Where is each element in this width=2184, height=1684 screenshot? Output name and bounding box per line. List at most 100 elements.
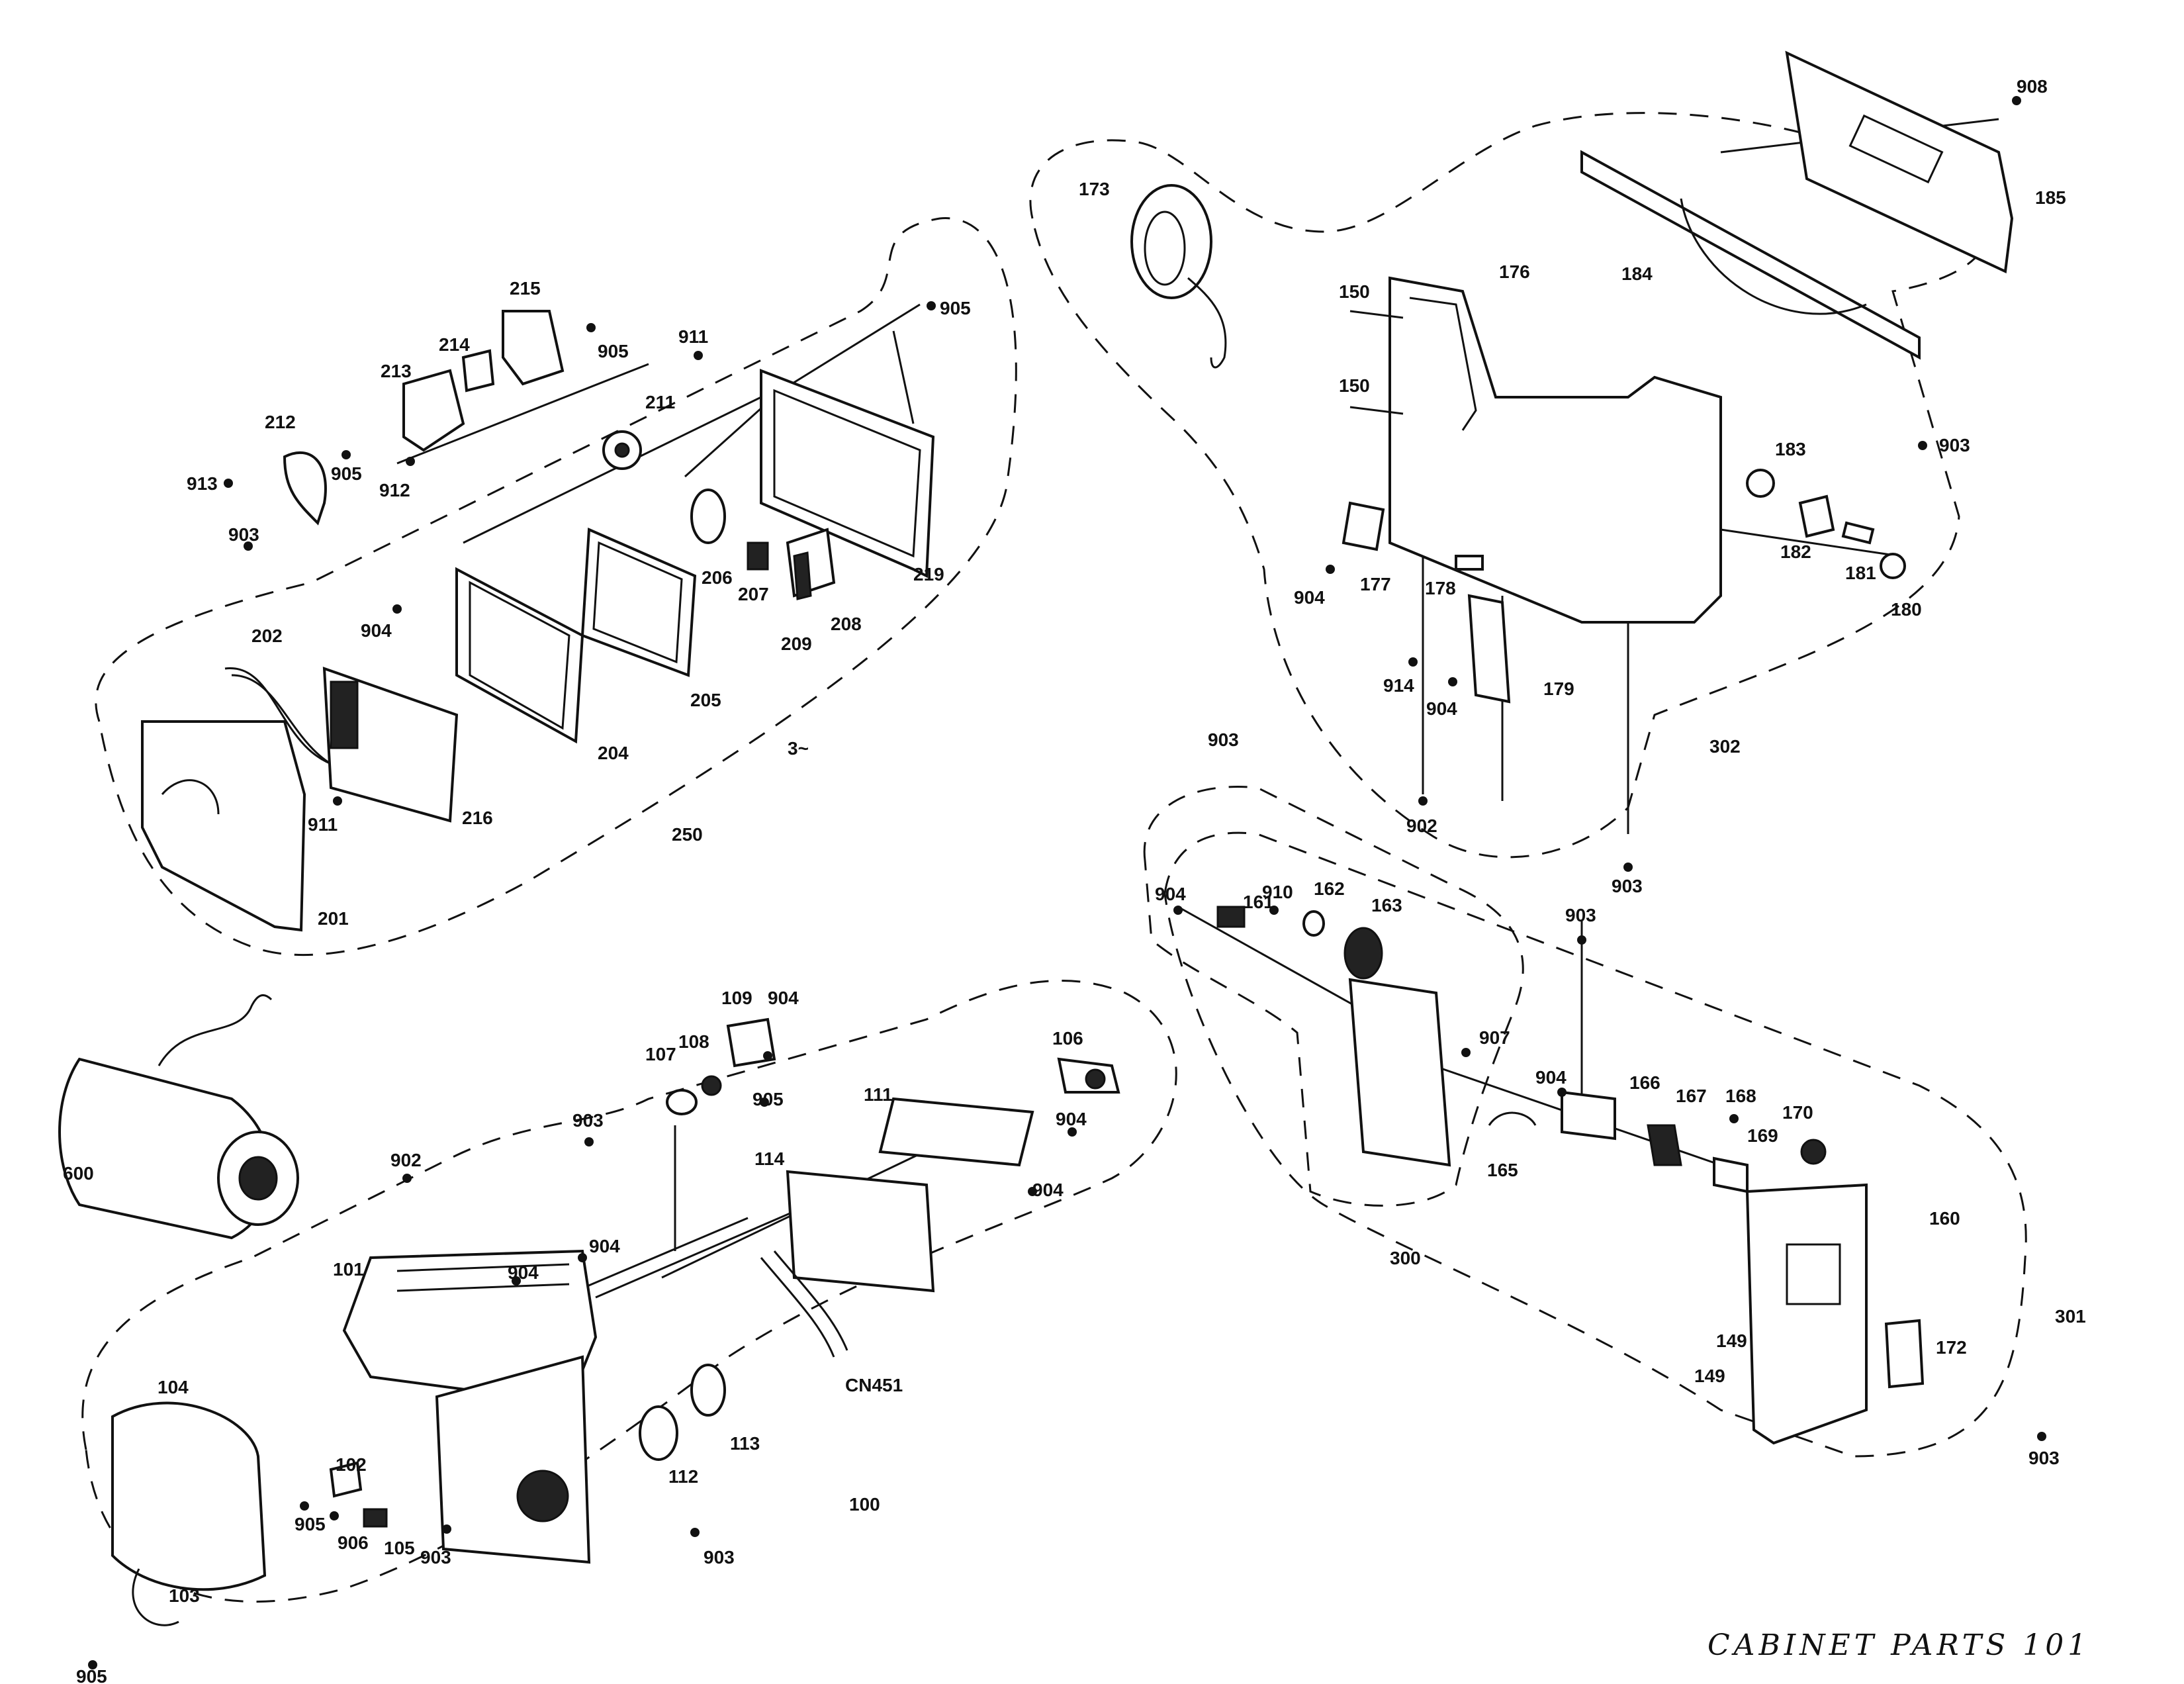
label-209: 209	[781, 633, 812, 654]
label-173: 173	[1079, 179, 1110, 199]
label-172: 172	[1936, 1337, 1967, 1358]
part-207	[747, 541, 769, 571]
label-906: 906	[338, 1532, 369, 1553]
label-903-c: 903	[1612, 876, 1643, 896]
label-904-i: 904	[589, 1236, 620, 1256]
label-207: 207	[738, 584, 769, 604]
callout-labels: 100 101 102 103 104 105 106 107 108 109 …	[63, 76, 2086, 1684]
label-165: 165	[1487, 1160, 1518, 1180]
label-114: 114	[754, 1148, 785, 1169]
label-185: 185	[2035, 187, 2066, 208]
part-170	[1800, 1139, 1827, 1165]
part-150-bracket-lower	[1349, 406, 1404, 415]
label-150-upper: 150	[1339, 281, 1370, 302]
part-102	[329, 1461, 363, 1498]
label-111: 111	[864, 1084, 893, 1105]
label-904-e: 904	[1535, 1067, 1567, 1088]
part-201-front-cover	[141, 720, 306, 932]
label-cn451: CN451	[845, 1375, 903, 1395]
label-216: 216	[462, 808, 493, 828]
label-202: 202	[251, 626, 283, 646]
label-913: 913	[187, 473, 218, 494]
label-905-d: 905	[752, 1089, 784, 1109]
label-902-left: 902	[390, 1150, 422, 1170]
label-178: 178	[1425, 578, 1456, 598]
label-167: 167	[1676, 1086, 1707, 1106]
label-903-f: 903	[2028, 1448, 2060, 1468]
label-914: 914	[1383, 675, 1414, 696]
label-163: 163	[1371, 895, 1402, 915]
part-113	[690, 1364, 726, 1417]
label-205: 205	[690, 690, 721, 710]
part-150-bracket-upper	[1349, 310, 1404, 319]
label-161: 161	[1243, 892, 1274, 912]
label-168: 168	[1725, 1086, 1756, 1106]
part-176-case	[1388, 276, 1722, 624]
label-903-g: 903	[420, 1547, 451, 1567]
diagram-caption: CABINET PARTS 101	[1707, 1628, 2090, 1662]
label-182: 182	[1780, 541, 1811, 562]
label-905-f: 905	[76, 1666, 107, 1684]
label-211: 211	[645, 392, 675, 412]
label-904-b: 904	[1294, 587, 1325, 608]
label-905-a: 905	[940, 298, 971, 318]
label-212: 212	[265, 412, 296, 432]
part-180	[1880, 553, 1906, 579]
label-180: 180	[1891, 599, 1922, 620]
part-300-board	[1348, 978, 1451, 1167]
label-213: 213	[381, 361, 412, 381]
label-911-a: 911	[678, 326, 708, 347]
part-212	[283, 451, 327, 526]
label-600: 600	[63, 1163, 94, 1184]
part-105	[363, 1508, 388, 1528]
label-181: 181	[1845, 563, 1876, 583]
label-104: 104	[158, 1377, 189, 1397]
label-302: 302	[1709, 736, 1741, 757]
part-206	[690, 489, 726, 544]
part-219-bezel	[760, 369, 935, 579]
label-905-c: 905	[331, 463, 362, 484]
label-103: 103	[169, 1585, 200, 1606]
screws	[88, 96, 2046, 1669]
label-149-lower: 149	[1694, 1366, 1725, 1386]
part-184-panel	[1580, 150, 1921, 360]
part-205-lcd	[580, 528, 697, 677]
label-106: 106	[1052, 1028, 1083, 1049]
label-169: 169	[1747, 1125, 1778, 1146]
part-161	[1216, 906, 1246, 928]
label-162: 162	[1314, 878, 1345, 899]
label-150-lower: 150	[1339, 375, 1370, 396]
part-172	[1884, 1319, 1925, 1389]
part-111-bracket	[878, 1097, 1034, 1167]
part-181	[1841, 521, 1875, 545]
label-206: 206	[702, 567, 733, 588]
label-301: 301	[2055, 1306, 2086, 1327]
label-177: 177	[1360, 574, 1391, 594]
part-104	[111, 1401, 267, 1591]
label-219: 219	[913, 564, 944, 585]
label-912: 912	[379, 480, 410, 500]
part-177	[1342, 501, 1385, 551]
part-163	[1343, 927, 1383, 980]
label-904-a: 904	[361, 620, 392, 641]
part-173-grip	[1130, 184, 1212, 299]
label-904-d: 904	[1155, 884, 1186, 904]
label-903-b: 903	[1939, 435, 1970, 455]
label-184: 184	[1621, 263, 1653, 284]
label-904-c: 904	[1426, 698, 1457, 719]
label-201: 201	[318, 908, 349, 929]
part-109	[726, 1017, 776, 1068]
part-165	[1488, 1111, 1537, 1126]
label-107: 107	[645, 1044, 676, 1064]
label-903-a: 903	[228, 524, 259, 545]
label-101: 101	[333, 1259, 364, 1280]
cn451-wires	[760, 1257, 835, 1358]
label-102: 102	[336, 1454, 367, 1475]
part-214	[461, 349, 495, 393]
part-215	[502, 310, 565, 386]
label-910: 910	[1262, 882, 1293, 902]
label-905-b: 905	[598, 341, 629, 361]
label-903-d: 903	[1565, 905, 1596, 925]
part-204-frame	[455, 567, 584, 744]
